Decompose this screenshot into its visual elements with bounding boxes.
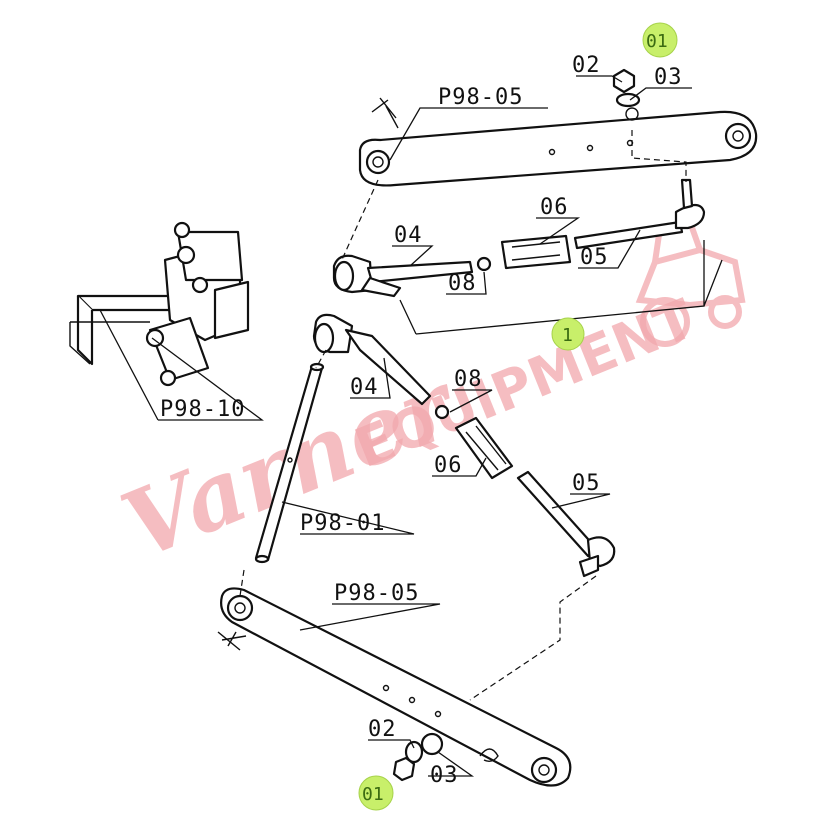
label-jam-upper: 08 (448, 271, 477, 296)
top-nut-washer (612, 68, 641, 108)
label-top-arm: P98-05 (438, 85, 523, 110)
label-jam-lower: 08 (454, 367, 483, 392)
highlight-assembly-label: 1 (562, 325, 573, 346)
upper-turnbuckle (332, 178, 706, 298)
top-lower-arm (358, 97, 758, 187)
label-washer-top: 03 (654, 65, 683, 90)
label-rod-lower: 05 (572, 471, 601, 496)
part-labels: P98-05 02 03 06 04 05 08 P98-10 04 08 06… (160, 53, 683, 788)
label-nut-bottom: 02 (368, 717, 397, 742)
lower-turnbuckle (312, 313, 616, 578)
label-washer-bottom: 03 (430, 763, 459, 788)
mounting-bracket (69, 221, 250, 387)
highlight-bottom-pin: 01 (358, 775, 394, 811)
label-nut-top: 02 (572, 53, 601, 78)
label-lift-rod: P98-01 (300, 511, 385, 536)
highlight-bottom-pin-label: 01 (362, 784, 384, 805)
label-rod-upper: 05 (580, 245, 609, 270)
label-bracket: P98-10 (160, 397, 245, 422)
label-yoke-upper: 04 (394, 223, 423, 248)
highlight-assembly: 1 (551, 317, 585, 351)
leader-lines (99, 75, 723, 777)
label-yoke-lower: 04 (350, 375, 379, 400)
lift-rod (254, 362, 325, 564)
highlight-top-pin-label: 01 (646, 31, 668, 52)
label-sleeve-lower: 06 (434, 453, 463, 478)
highlight-top-pin: 01 (642, 22, 678, 58)
label-bottom-arm: P98-05 (334, 581, 419, 606)
bottom-lower-arm (217, 587, 572, 787)
assembly-lines (239, 130, 687, 701)
bottom-nut-washer (392, 740, 424, 782)
label-sleeve-upper: 06 (540, 195, 569, 220)
